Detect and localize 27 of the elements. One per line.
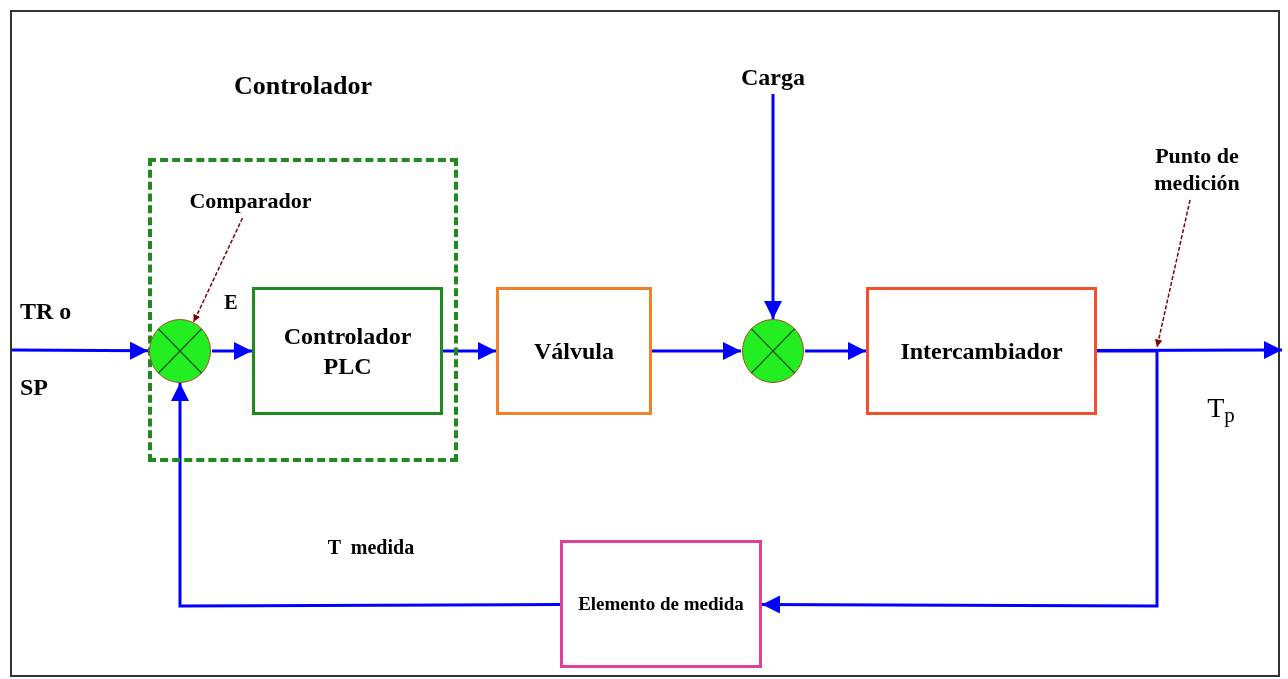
group-title: Controlador <box>232 70 374 102</box>
signal-arrow <box>762 349 1159 614</box>
signal-arrow <box>652 342 741 360</box>
box-label: Válvula <box>533 337 615 366</box>
controller-box <box>252 287 443 415</box>
signal-arrow <box>805 342 866 360</box>
signal-arrow <box>212 342 252 360</box>
annotation-text: Carga <box>741 63 805 92</box>
summing-junction <box>741 318 805 384</box>
signal-arrow <box>171 383 560 608</box>
signal-arrow <box>12 341 148 360</box>
sensor-box <box>560 540 762 668</box>
valve-box <box>496 287 652 415</box>
signal-arrow <box>1097 341 1282 360</box>
box-label: Controlador PLC <box>282 322 413 381</box>
signal-label: SP <box>20 373 48 402</box>
box-label: Intercambiador <box>899 337 1064 366</box>
leader-line <box>1155 199 1191 348</box>
signal-label: TR o <box>20 297 72 326</box>
annotation-text: Comparador <box>189 187 312 215</box>
heat-exchanger-box <box>866 287 1097 415</box>
leader-line <box>192 217 244 323</box>
box-label: Elemento de medida <box>577 592 745 616</box>
summing-junction <box>148 318 212 384</box>
signal-arrow <box>443 342 496 360</box>
signal-arrow <box>764 94 782 319</box>
annotation-text: Punto de medición <box>1153 141 1241 197</box>
